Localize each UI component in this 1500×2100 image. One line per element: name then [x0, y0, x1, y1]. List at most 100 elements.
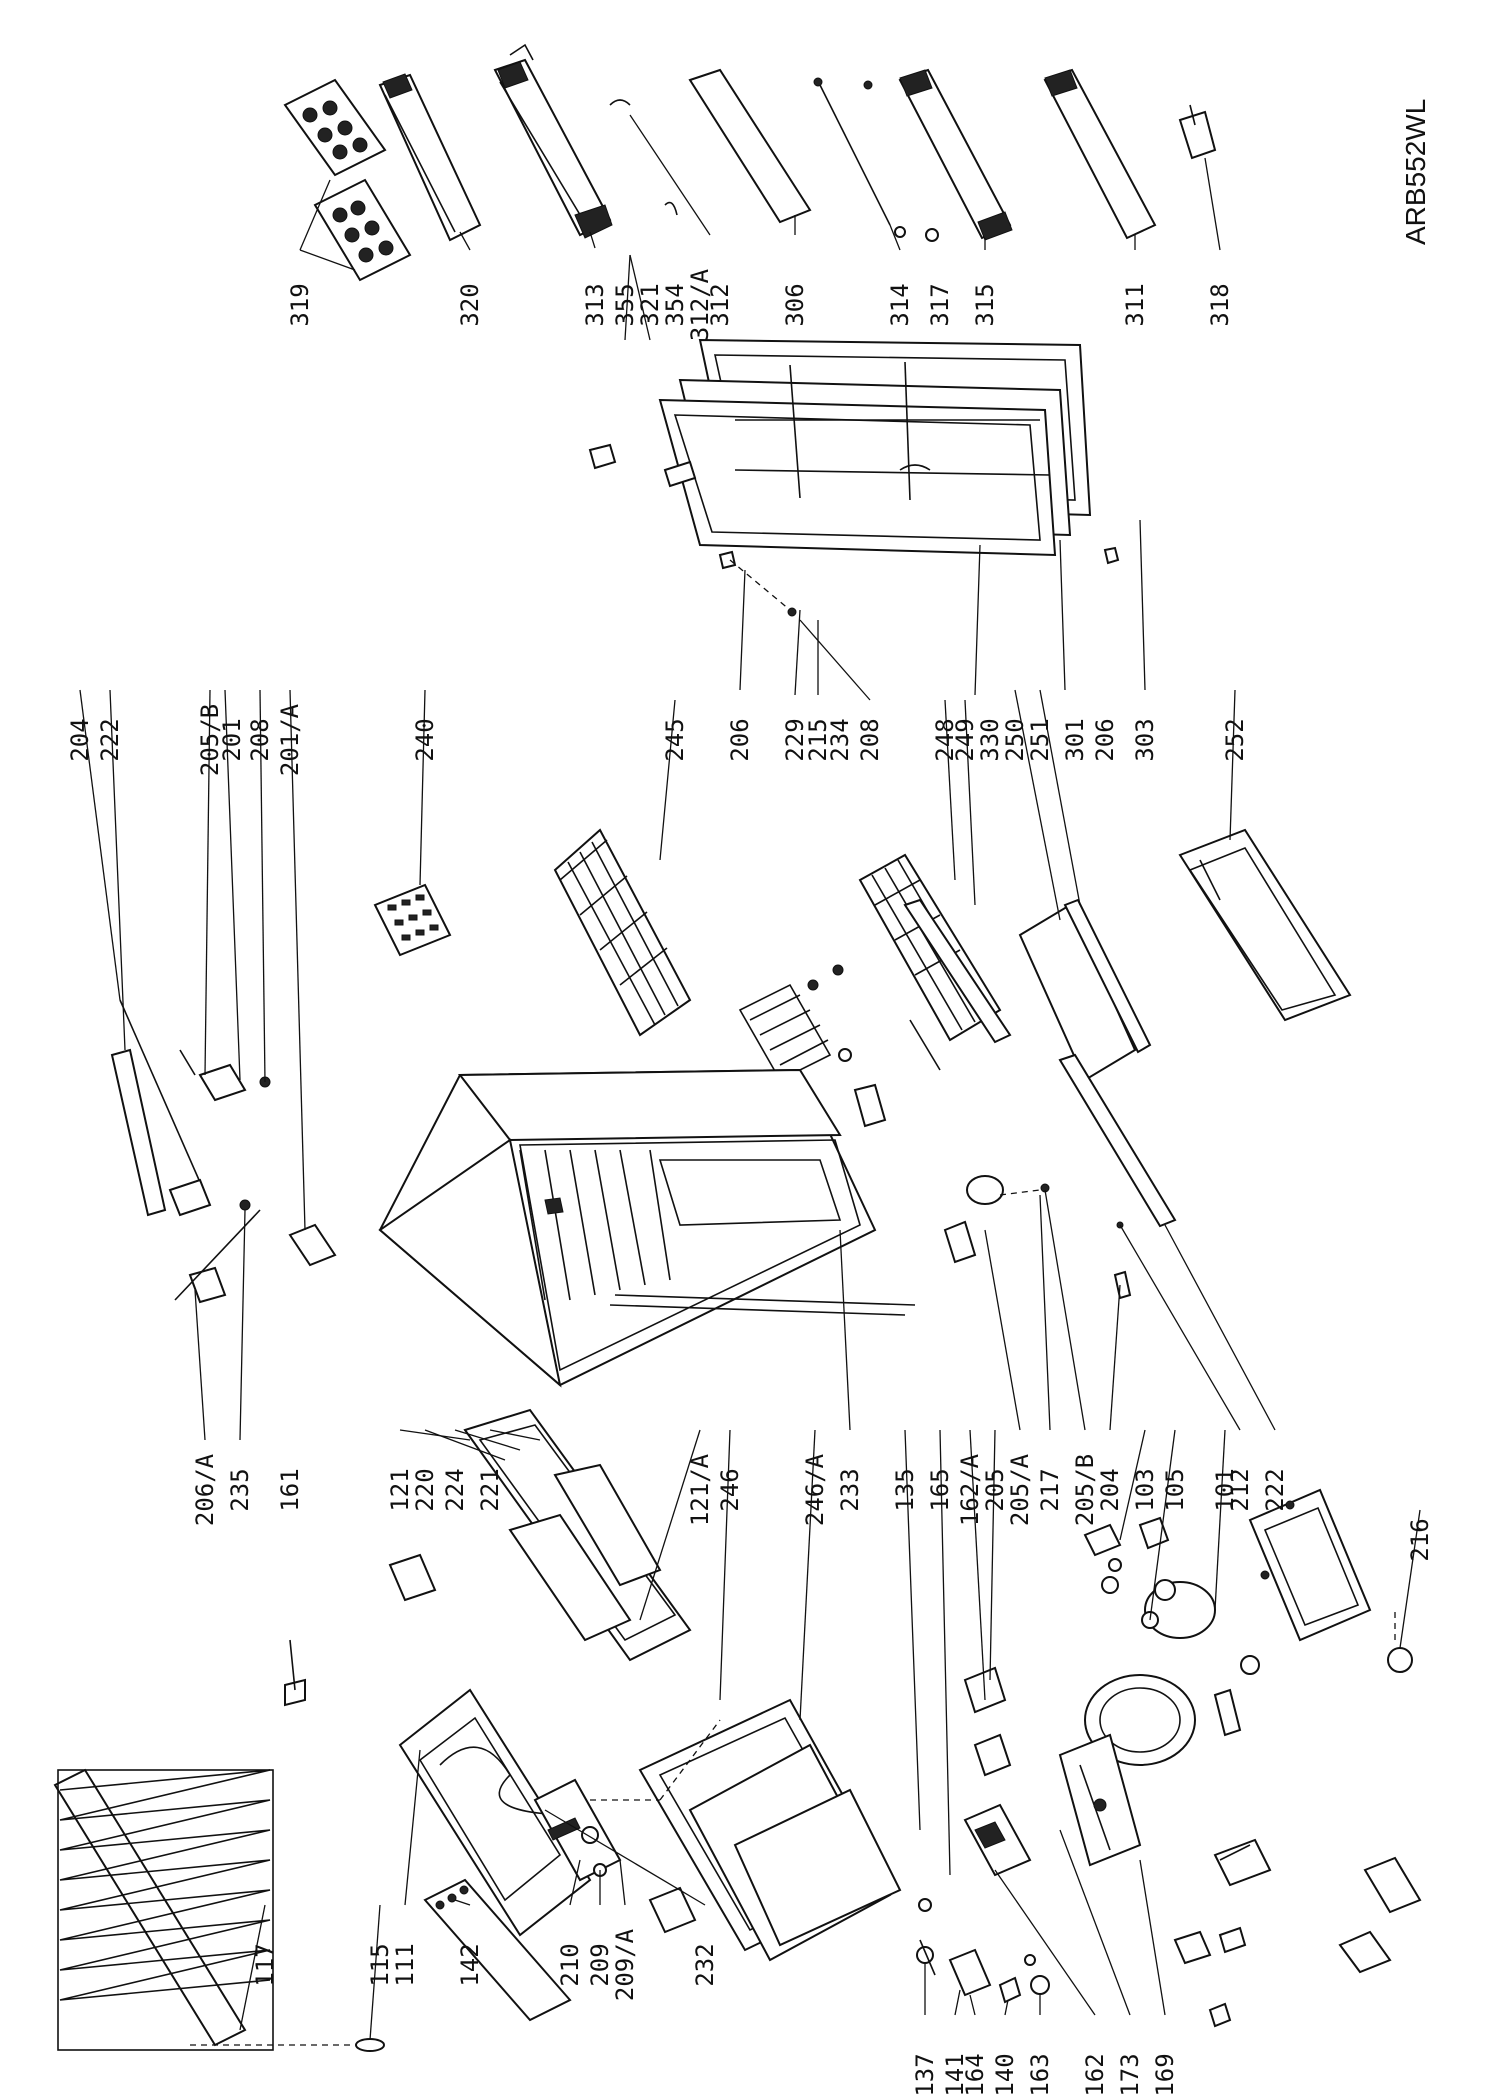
bracket-part [284, 1678, 306, 1707]
shelf-trim-part [1063, 898, 1152, 1054]
freezer-compartment-part [463, 1408, 692, 1662]
part-number-label: 222 [1261, 1468, 1289, 1511]
part-number-label: 140 [991, 2053, 1019, 2096]
model-code: ARB552WL [1400, 99, 1431, 245]
part-number-label: 205/B [1071, 1454, 1099, 1526]
part-number-label: 206 [1091, 718, 1119, 761]
bottle-rail-part [688, 68, 812, 224]
part-number-label: 319 [286, 283, 314, 326]
part-number-label: 163 [1026, 2053, 1054, 2096]
compressor-part [1058, 1674, 1196, 1867]
part-number-label: 137 [911, 2053, 939, 2096]
clip-part [509, 43, 534, 61]
bracket-part [1213, 1838, 1272, 1887]
part-number-label: 204 [66, 718, 94, 761]
part-number-label: 233 [836, 1468, 864, 1511]
feet-part [966, 1175, 1004, 1205]
egg-tray-part [283, 78, 412, 282]
part-number-label: 215 [804, 718, 832, 761]
part-number-label: 251 [1026, 718, 1054, 761]
part-number-label: 252 [1221, 718, 1249, 761]
part-number-label: 173 [1116, 2053, 1144, 2096]
part-number-label: 105 [1161, 1468, 1189, 1511]
part-number-label: 312/A [686, 268, 714, 341]
part-number-label: 222 [96, 718, 124, 761]
clip-part [998, 1976, 1022, 2004]
part-number-label: 142 [456, 1943, 484, 1986]
hinge-rod-part [1058, 1053, 1177, 1228]
freezer-door-part [638, 1698, 902, 1962]
clip-part [1208, 2002, 1232, 2028]
stop-part [1103, 546, 1120, 565]
part-number-label: 245 [661, 718, 689, 761]
part-number-label: 162 [1081, 2053, 1109, 2096]
part-number-label: 232 [691, 1943, 719, 1986]
part-number-label: 205/B [196, 704, 224, 776]
door-hinge-rod-part [110, 999, 212, 1217]
part-number-label: 221 [476, 1468, 504, 1511]
part-number-label: 141 [941, 2053, 969, 2096]
part-number-label: 313 [581, 283, 609, 326]
part-number-label: 301 [1061, 718, 1089, 761]
leader-lines [79, 114, 1421, 2041]
part-number-label: 314 [886, 283, 914, 326]
part-number-label: 205 [981, 1468, 1009, 1511]
part-number-label: 220 [411, 1468, 439, 1511]
door-bin-part [378, 73, 482, 242]
part-number-label: 208 [246, 718, 274, 761]
bracket-part [1173, 1930, 1212, 1965]
hinge-part [853, 1083, 887, 1128]
grommet-part [1030, 1975, 1050, 1995]
part-number-label: 235 [226, 1468, 254, 1511]
part-number-label: 250 [1001, 718, 1029, 761]
part-number-label: 306 [781, 283, 809, 326]
part-number-label: 217 [1036, 1468, 1064, 1511]
hinge-bracket-part [588, 443, 617, 470]
part-number-label: 204 [1096, 1468, 1124, 1511]
part-number-label: 208 [856, 718, 884, 761]
part-number-label: 312 [706, 283, 734, 326]
part-number-label: 234 [826, 718, 854, 761]
part-number-label: 103 [1131, 1468, 1159, 1511]
part-number-label: 101 [1211, 1468, 1239, 1511]
clip-part [1138, 1516, 1170, 1550]
part-number-label: 115 [366, 1943, 394, 1986]
filter-part [1338, 1930, 1392, 1974]
part-number-label: 317 [926, 283, 954, 326]
part-number-label: 205/A [1006, 1453, 1034, 1526]
part-number-label: 161 [276, 1468, 304, 1511]
part-number-label: 111 [391, 1943, 419, 1986]
part-number-label: 229 [781, 718, 809, 761]
part-number-label: 311 [1121, 283, 1149, 326]
evaporator-part [398, 1688, 592, 1937]
spacer-part [1113, 1270, 1132, 1300]
hinge-bracket-part [198, 1063, 247, 1102]
bottle-rack-part [738, 964, 844, 1082]
crisper-drawer-part [1178, 828, 1352, 1022]
clip-part [1083, 1523, 1122, 1557]
clip-part [664, 201, 678, 216]
part-number-label: 169 [1151, 2053, 1179, 2096]
hinge-part [943, 1220, 977, 1264]
part-number-label: 121/A [686, 1453, 714, 1526]
part-number-label: 303 [1131, 718, 1159, 761]
part-number-label: 135 [891, 1468, 919, 1511]
part-number-label: 117 [251, 1943, 279, 1986]
feet-part [1101, 1576, 1119, 1594]
part-number-label: 209/A [611, 1928, 639, 2001]
clip-part [1218, 1926, 1247, 1954]
door-bin-part [1043, 68, 1157, 240]
cover-panel-part [423, 1878, 572, 2022]
part-number-label: 355 [611, 283, 639, 326]
part-number-label: 209 [586, 1943, 614, 1986]
part-number-label: 201 [218, 718, 246, 761]
thermostat-part [963, 1666, 1012, 1777]
lamp-holder-part [918, 1898, 932, 1912]
part-number-label: 165 [926, 1468, 954, 1511]
lamp-part [916, 1946, 934, 1964]
door-bin-part [493, 58, 613, 239]
part-number-label: 318 [1206, 283, 1234, 326]
